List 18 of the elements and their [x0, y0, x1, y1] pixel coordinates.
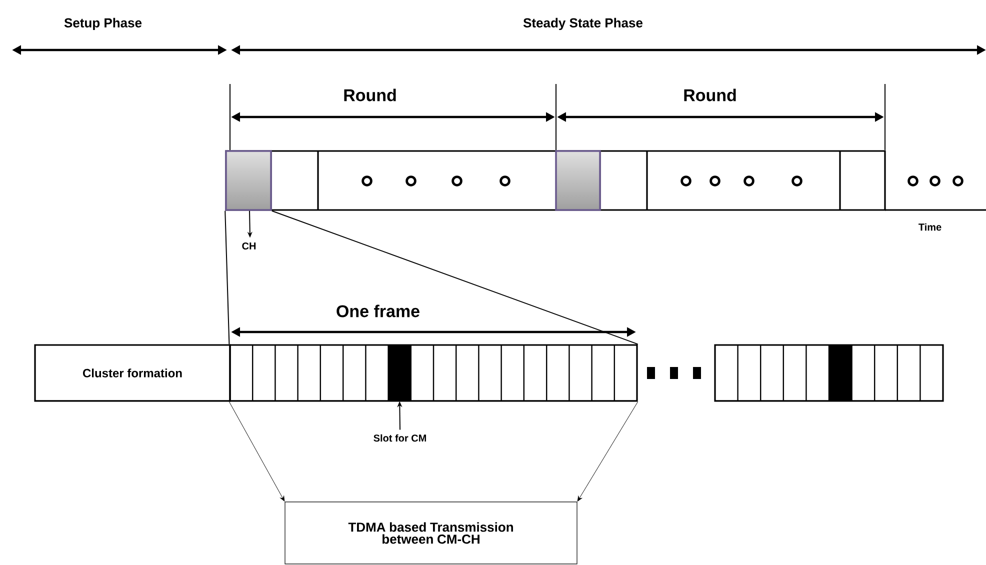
frame-bar	[229, 344, 638, 402]
phase-label: Steady State Phase	[523, 18, 643, 30]
filled-slot	[388, 344, 412, 402]
zoom-line	[224, 210, 230, 345]
head-slot	[225, 150, 272, 211]
round-label: Round	[684, 88, 736, 102]
round-label: Round	[344, 88, 396, 102]
node-label: CH	[242, 242, 256, 250]
axis-label: Time	[918, 223, 942, 231]
phase-label: Setup Phase	[64, 18, 142, 30]
node-label: Slot for CM	[374, 434, 426, 442]
zoom-line	[271, 210, 638, 345]
arrow	[577, 402, 638, 502]
frame-label: One frame	[336, 304, 420, 318]
head-slot	[555, 150, 601, 211]
arrow	[228, 402, 285, 502]
process-box: TDMA based Transmission between CM-CH	[284, 502, 578, 564]
phase-box: Cluster formation	[34, 344, 231, 402]
